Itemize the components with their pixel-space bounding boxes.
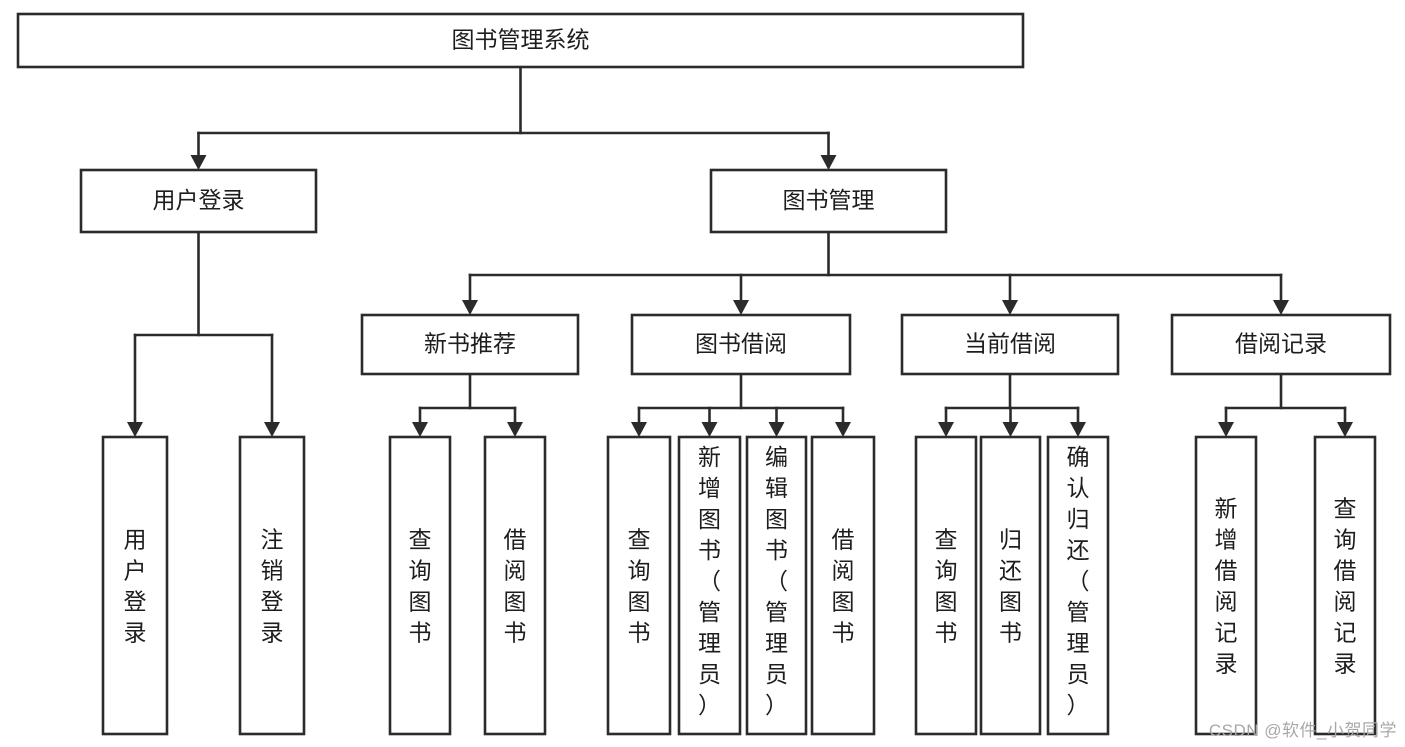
arrow-head [1218, 422, 1234, 437]
node-label: 新增借阅记录 [1215, 496, 1238, 677]
arrow-head [631, 422, 647, 437]
node-borrow-record[interactable]: 借阅记录 [1170, 313, 1392, 376]
node-leaf-borrow-book-1[interactable]: 借阅图书 [483, 435, 547, 736]
arrow-head [820, 155, 837, 170]
node-leaf-user-login[interactable]: 用户登录 [101, 435, 169, 736]
node-label: 当前借阅 [964, 331, 1056, 357]
arrow-head [1002, 300, 1018, 315]
arrow-head [768, 422, 785, 437]
arrow-head [835, 422, 851, 437]
arrow-head [507, 422, 523, 437]
node-label: 查询图书 [628, 527, 651, 646]
node-label: 新书推荐 [424, 331, 516, 357]
arrow-head [462, 300, 478, 315]
node-user-login[interactable]: 用户登录 [79, 168, 318, 234]
node-leaf-return-book[interactable]: 归还图书 [979, 435, 1042, 736]
arrow-head [264, 422, 280, 437]
node-root-system[interactable]: 图书管理系统 [16, 12, 1025, 69]
node-book-borrow[interactable]: 图书借阅 [630, 313, 852, 376]
node-label: 查询图书 [935, 527, 958, 646]
node-leaf-query-book-3[interactable]: 查询图书 [914, 435, 978, 736]
node-label: 图书借阅 [695, 331, 787, 357]
node-label: 借阅图书 [504, 527, 527, 646]
arrow-head [190, 155, 207, 170]
node-label: 用户登录 [153, 187, 245, 213]
node-leaf-add-record[interactable]: 新增借阅记录 [1194, 435, 1258, 736]
node-label: 注销登录 [261, 527, 284, 646]
arrow-head [1070, 422, 1086, 437]
node-leaf-borrow-book-2[interactable]: 借阅图书 [810, 435, 876, 736]
node-label: 编辑图书（管理员） [765, 444, 788, 718]
node-book-manage[interactable]: 图书管理 [709, 168, 948, 234]
connectors-layer [127, 65, 1353, 437]
node-label: 查询借阅记录 [1334, 496, 1357, 677]
node-label: 借阅记录 [1235, 331, 1327, 357]
arrow-head [127, 422, 143, 437]
arrow-head [412, 422, 428, 437]
node-label: 用户登录 [124, 527, 147, 646]
node-label: 归还图书 [999, 527, 1022, 646]
arrow-head [1337, 422, 1353, 437]
node-label: 新增图书（管理员） [698, 444, 721, 718]
nodes-layer: 图书管理系统用户登录图书管理新书推荐图书借阅当前借阅借阅记录用户登录注销登录查询… [16, 12, 1392, 736]
arrow-head [701, 422, 718, 437]
node-leaf-query-book-1[interactable]: 查询图书 [388, 435, 452, 736]
arrow-head [1273, 300, 1289, 315]
node-leaf-confirm-return[interactable]: 确认归还（管理员） [1046, 435, 1110, 736]
node-label: 查询图书 [409, 527, 432, 646]
node-label: 确认归还（管理员） [1067, 444, 1090, 718]
node-leaf-user-logout[interactable]: 注销登录 [238, 435, 306, 736]
node-new-book-recommend[interactable]: 新书推荐 [360, 313, 580, 376]
node-label: 借阅图书 [832, 527, 855, 646]
arrow-head [1002, 422, 1019, 437]
node-label: 图书管理 [783, 187, 875, 213]
arrow-head [938, 422, 954, 437]
arrow-head [733, 300, 749, 315]
node-label: 图书管理系统 [452, 27, 590, 53]
node-leaf-query-record[interactable]: 查询借阅记录 [1313, 435, 1377, 736]
node-leaf-add-book[interactable]: 新增图书（管理员） [677, 435, 742, 736]
node-leaf-edit-book[interactable]: 编辑图书（管理员） [745, 435, 808, 736]
node-leaf-query-book-2[interactable]: 查询图书 [606, 435, 672, 736]
node-current-borrow[interactable]: 当前借阅 [900, 313, 1120, 376]
